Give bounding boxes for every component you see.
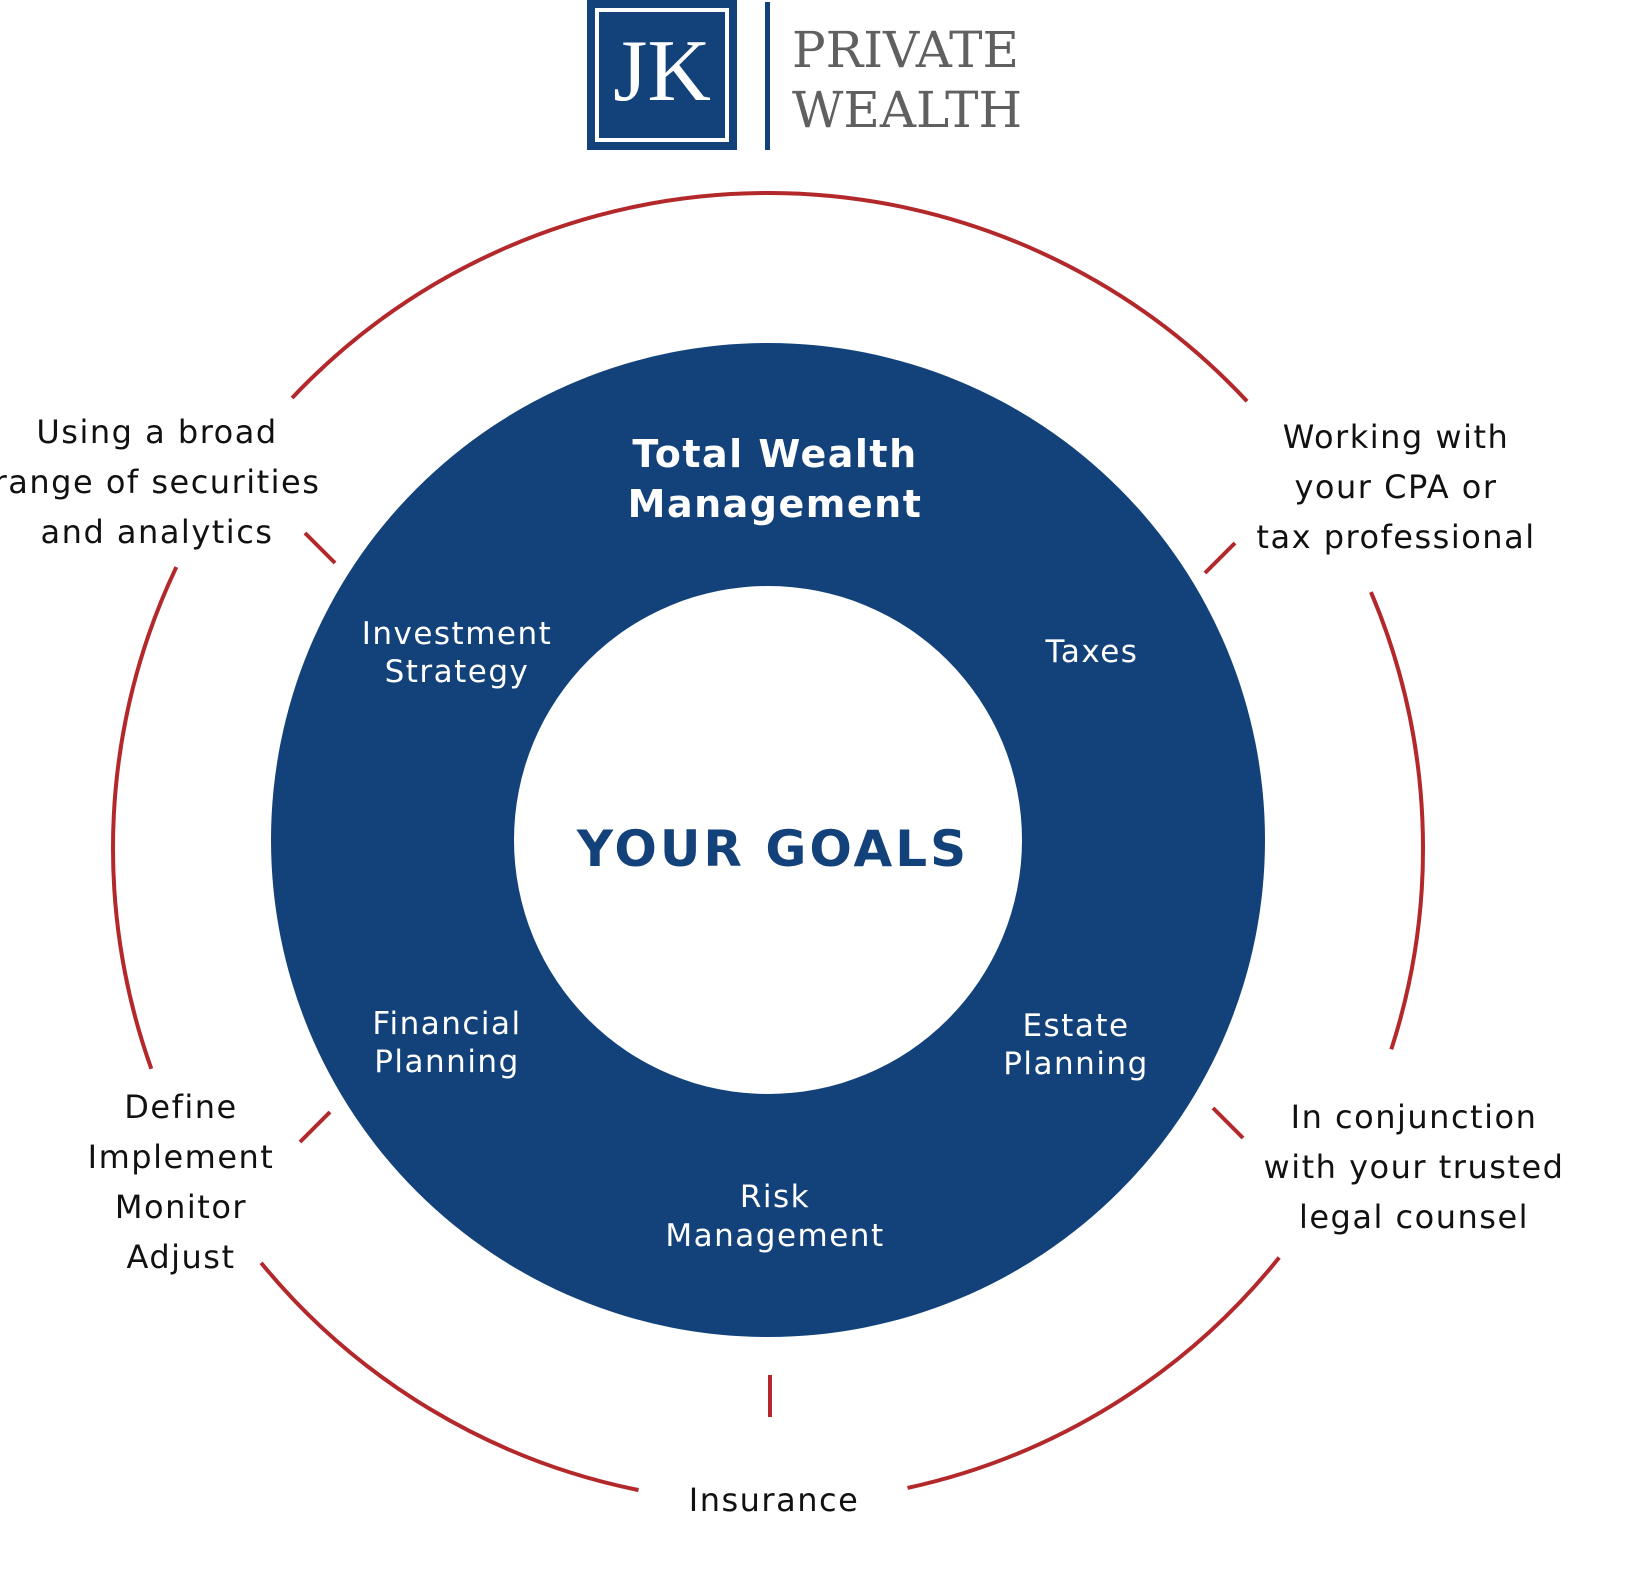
taxes-label: Taxes xyxy=(1045,634,1139,670)
securities-note-2: range of securities xyxy=(0,463,320,501)
estate-planning-2: Planning xyxy=(1003,1046,1149,1082)
connector-tick xyxy=(1203,541,1237,575)
logo-monogram: JK xyxy=(613,23,711,120)
your-goals: YOUR GOALS xyxy=(576,820,969,878)
financial-planning-1: Financial xyxy=(372,1006,521,1042)
process-note-1: Define xyxy=(124,1088,237,1126)
insurance-note: Insurance xyxy=(689,1481,860,1519)
investment-strategy-2: Strategy xyxy=(385,654,530,690)
arc-bottom-right xyxy=(907,1256,1281,1490)
financial-planning-2: Planning xyxy=(374,1044,520,1080)
legal-note-2: with your trusted xyxy=(1264,1148,1565,1186)
total-wealth-title-1: Total Wealth xyxy=(632,432,917,476)
arc-left xyxy=(111,566,179,1070)
securities-note-1: Using a broad xyxy=(36,413,277,451)
connector-tick xyxy=(298,1110,332,1144)
inner-white-circle xyxy=(514,586,1022,1094)
arc-right xyxy=(1369,591,1425,1050)
investment-strategy-1: Investment xyxy=(362,616,553,652)
logo-box xyxy=(587,0,737,150)
red-outer-arcs xyxy=(111,191,1425,1493)
risk-management-1: Risk xyxy=(740,1179,810,1215)
estate-planning-1: Estate xyxy=(1022,1008,1129,1044)
legal-note-1: In conjunction xyxy=(1291,1098,1538,1136)
logo-line2: WEALTH xyxy=(792,81,1022,139)
arc-bottom-left xyxy=(259,1261,639,1493)
legal-note-3: legal counsel xyxy=(1299,1198,1529,1236)
connector-tick xyxy=(303,531,337,565)
process-note-3: Monitor xyxy=(115,1188,247,1226)
logo-divider xyxy=(765,2,770,150)
process-note-4: Adjust xyxy=(126,1238,235,1276)
connector-tick xyxy=(1211,1106,1245,1140)
logo-line1: PRIVATE xyxy=(792,21,1019,79)
logo: JK PRIVATE WEALTH xyxy=(587,0,1022,150)
process-note-2: Implement xyxy=(88,1138,275,1176)
logo-box-border xyxy=(595,8,729,142)
cpa-note-3: tax professional xyxy=(1256,518,1535,556)
cpa-note-2: your CPA or xyxy=(1294,468,1497,506)
total-wealth-title-2: Management xyxy=(628,482,923,526)
securities-note-3: and analytics xyxy=(41,513,274,551)
arc-top xyxy=(290,191,1249,403)
risk-management-2: Management xyxy=(665,1218,884,1254)
cpa-note-1: Working with xyxy=(1283,418,1510,456)
